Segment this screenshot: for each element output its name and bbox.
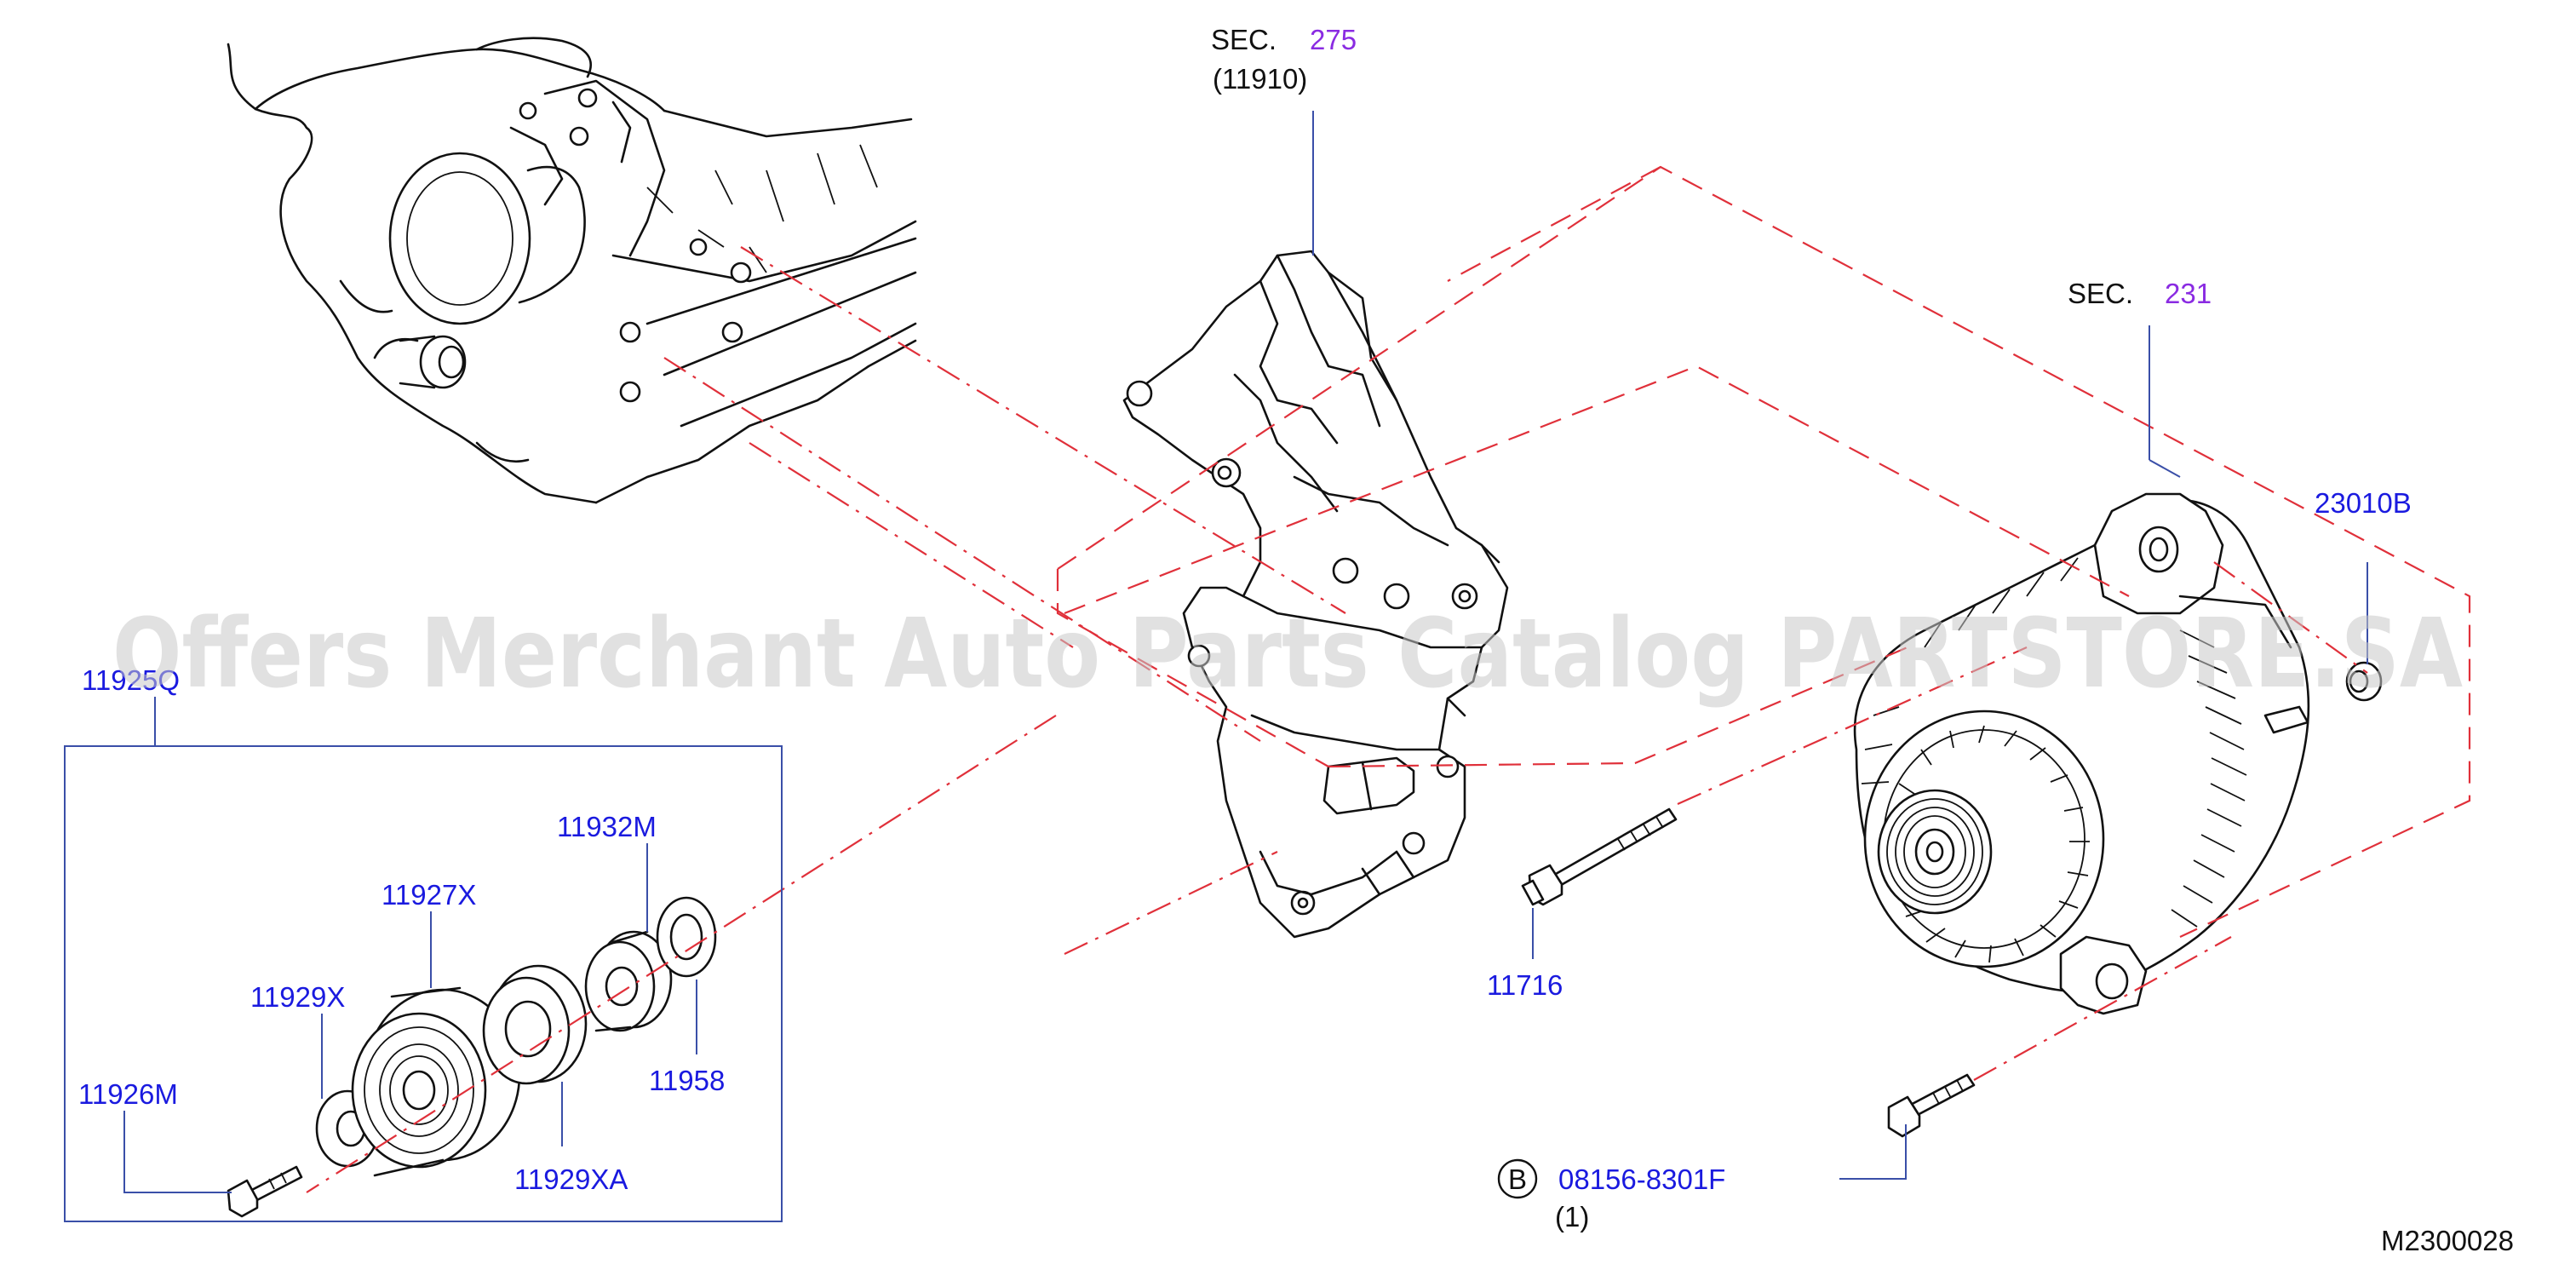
part-11958-label[interactable]: 11958 <box>649 1065 725 1096</box>
kit-box <box>64 745 783 1222</box>
nut-23010b-drawing <box>2345 661 2383 702</box>
alternator-bracket-drawing <box>1122 250 1509 939</box>
part-11926m-label[interactable]: 11926M <box>78 1078 178 1110</box>
sec-231-prefix: SEC. <box>2068 278 2133 309</box>
callout-qty: (1) <box>1555 1201 1589 1232</box>
part-11929x-label[interactable]: 11929X <box>250 981 345 1013</box>
sec-275-prefix: SEC. <box>1211 24 1277 55</box>
labels: SEC. 275 (11910) SEC. 231 23010B 11925Q … <box>78 24 2514 1256</box>
engine-block-drawing <box>227 37 917 504</box>
watermark-text: Offers Merchant Auto Parts Catalog PARTS… <box>112 599 2463 710</box>
diagram-id: M2300028 <box>2381 1225 2514 1256</box>
water-pump-pulley-icon <box>388 152 531 325</box>
bolt-11716-drawing <box>1521 807 1678 906</box>
sec-231-number: 231 <box>2165 278 2212 309</box>
sec-275-number: 275 <box>1310 24 1357 55</box>
part-08156-8301f-label[interactable]: 08156-8301F <box>1558 1163 1725 1195</box>
bolt-icon <box>1548 807 1678 889</box>
part-23010b-label[interactable]: 23010B <box>2315 487 2412 519</box>
part-11716-label[interactable]: 11716 <box>1487 969 1563 1001</box>
leader-lines <box>123 111 2368 1193</box>
assembly-lines <box>306 165 2471 1193</box>
part-11929xa-label[interactable]: 11929XA <box>514 1163 628 1195</box>
bolt-08156-drawing <box>1887 1073 1976 1138</box>
idler-kit-drawing <box>227 896 717 1218</box>
part-11925q-label[interactable]: 11925Q <box>82 664 180 696</box>
callout-b-letter: B <box>1508 1163 1527 1195</box>
callout-b-circle <box>1497 1158 1538 1199</box>
sec-275-part: (11910) <box>1213 63 1307 95</box>
part-11927x-label[interactable]: 11927X <box>382 879 476 911</box>
alternator-drawing <box>1853 492 2310 1015</box>
part-11932m-label[interactable]: 11932M <box>557 811 657 842</box>
